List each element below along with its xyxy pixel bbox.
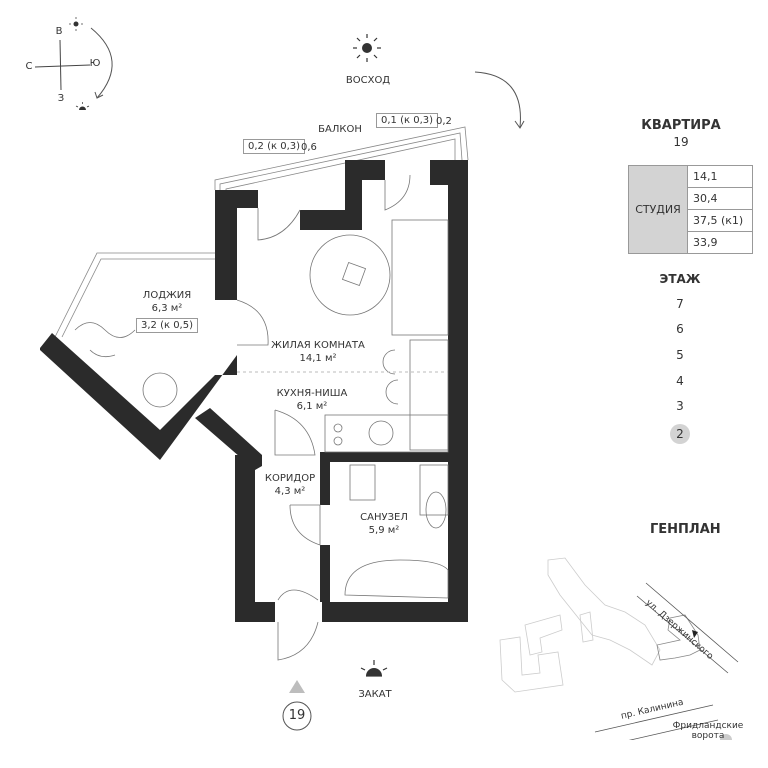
room-area: 4,3 м² — [274, 486, 306, 497]
washing-machine — [419, 464, 449, 516]
floor-plan — [40, 126, 469, 731]
loggia-chair — [142, 372, 178, 408]
genplan-buildings — [499, 557, 661, 693]
street-line — [645, 582, 739, 663]
apartment-type: СТУДИЯ — [628, 165, 688, 254]
sun-icon — [69, 17, 83, 31]
genplan-title: ГЕНПЛАН — [650, 522, 721, 537]
loggia-plants — [74, 322, 136, 358]
spec-value: 14,1 — [687, 165, 753, 188]
room-coef: 3,2 (к 0,5) — [135, 318, 199, 333]
toilet — [349, 464, 376, 501]
furniture — [74, 219, 449, 599]
floor-6[interactable]: 6 — [676, 322, 684, 336]
room-name: ЛОДЖИЯ — [142, 290, 192, 301]
genplan-map — [499, 557, 739, 740]
room-area: 6,1 м² — [296, 401, 328, 412]
landmark-label: Фридландские ворота — [672, 721, 744, 741]
sunset-icon — [360, 660, 388, 677]
entrance-arrow-icon — [289, 680, 305, 693]
apartment-number: 19 — [673, 135, 689, 149]
spec-value: 33,9 — [687, 231, 753, 254]
chairs — [382, 349, 399, 405]
room-name: КУХНЯ-НИША — [276, 388, 348, 399]
street-line — [594, 704, 714, 733]
location-marker-icon — [692, 630, 698, 638]
floor-5[interactable]: 5 — [676, 348, 684, 362]
compass-east: В — [55, 26, 63, 37]
compass-north: С — [25, 61, 33, 72]
sofa — [391, 219, 449, 336]
room-area: 5,9 м² — [368, 525, 400, 536]
entrance-circle — [282, 701, 312, 731]
balcony-label: БАЛКОН — [318, 124, 362, 135]
floors-title: ЭТАЖ — [659, 272, 701, 286]
landmark-dot — [720, 734, 732, 740]
doors — [236, 174, 411, 661]
floor-4[interactable]: 4 — [676, 374, 684, 388]
entrance-number: 19 — [288, 708, 306, 723]
balcony-right-value: 0,2 — [436, 116, 452, 127]
sunrise-graphic — [353, 34, 525, 129]
room-area: 6,3 м² — [151, 303, 183, 314]
room-name: САНУЗЕЛ — [360, 512, 408, 523]
balcony-left-coef: 0,2 (к 0,3) — [243, 139, 306, 154]
compass-graphic — [34, 17, 113, 110]
sunset-icon — [75, 102, 90, 110]
floor-7[interactable]: 7 — [676, 297, 684, 311]
balcony-right-coef: 0,1 (к 0,3) — [376, 113, 439, 128]
bathroom-sink — [425, 491, 447, 529]
kitchen-counter — [324, 414, 449, 453]
apartment-title: КВАРТИРА — [641, 118, 721, 133]
floor-2-active[interactable]: 2 — [670, 424, 690, 444]
room-name: КОРИДОР — [264, 473, 316, 484]
dining-table — [409, 339, 449, 451]
compass-south: Ю — [89, 58, 101, 69]
street-line — [636, 595, 729, 674]
kitchen-sink — [368, 420, 394, 446]
street-line — [628, 719, 719, 740]
compass-west: З — [57, 93, 65, 104]
sunset-label: ЗАКАТ — [358, 689, 392, 700]
bathtub — [344, 559, 449, 599]
loggia-glazing — [54, 252, 215, 338]
spec-value: 30,4 — [687, 187, 753, 210]
room-name: ЖИЛАЯ КОМНАТА — [271, 340, 365, 351]
spec-value: 37,5 (к1) — [687, 209, 753, 232]
walls — [40, 160, 468, 622]
room-area: 14,1 м² — [299, 353, 337, 364]
balcony-outline — [214, 126, 469, 190]
sun-icon — [353, 34, 381, 62]
genplan-target-building — [656, 614, 701, 661]
tv-icon — [341, 261, 367, 287]
floor-3[interactable]: 3 — [676, 399, 684, 413]
round-rug — [309, 234, 391, 316]
sunrise-label: ВОСХОД — [345, 75, 391, 86]
balcony-left-value: 0,6 — [301, 142, 317, 153]
